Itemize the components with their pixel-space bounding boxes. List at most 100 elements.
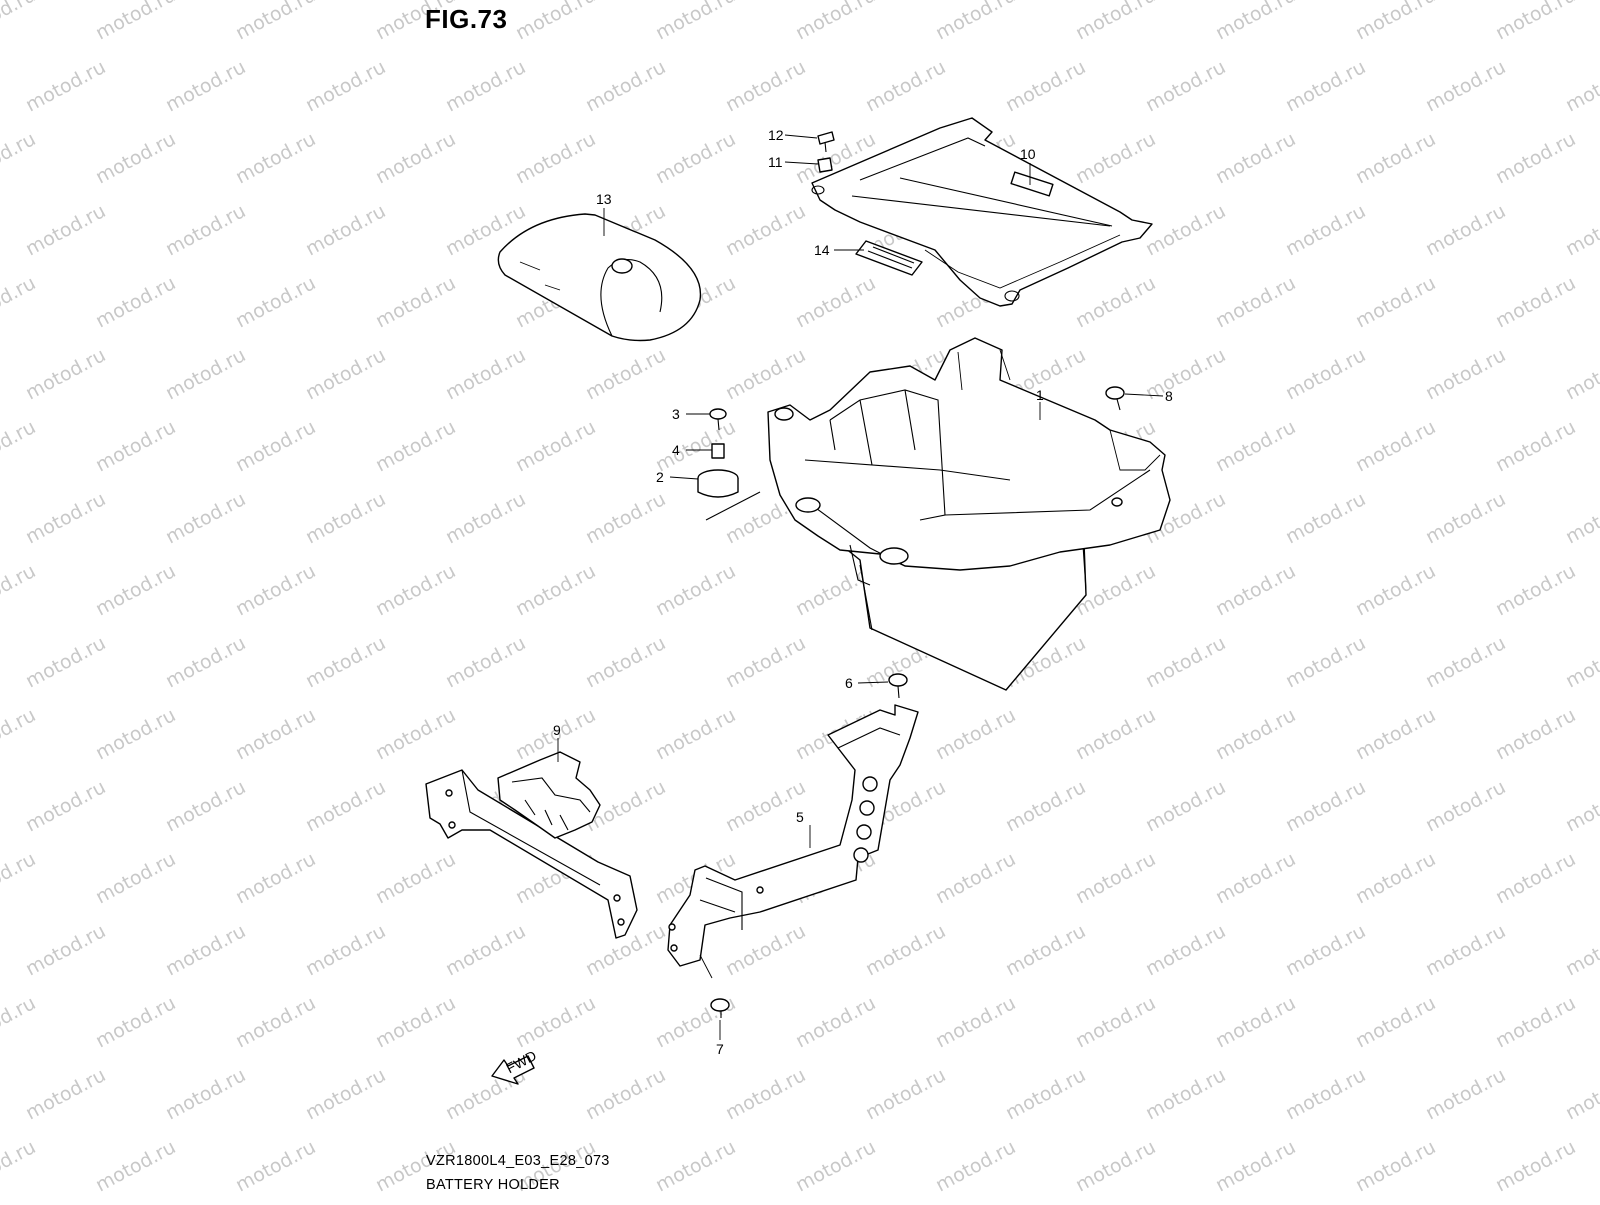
watermark-text: motod.ru: [1212, 560, 1299, 620]
watermark-text: motod.ru: [792, 0, 879, 44]
callout-labels: 12 11 10 13 14 1 8 3 4 2 6 9 5 7: [553, 127, 1173, 1057]
part-6-bolt: [888, 673, 908, 699]
watermark-text: motod.ru: [162, 56, 249, 116]
watermark-text: motod.ru: [1352, 704, 1439, 764]
watermark-text: motod.ru: [92, 992, 179, 1052]
watermark-text: motod.ru: [1492, 128, 1579, 188]
watermark-text: motod.ru: [162, 200, 249, 260]
watermark-text: motod.ru: [1422, 344, 1509, 404]
watermark-text: motod.ru: [652, 1136, 739, 1196]
watermark-text: motod.ru: [232, 704, 319, 764]
watermark-text: motod.ru: [162, 488, 249, 548]
watermark-text: motod.ru: [302, 488, 389, 548]
watermark-text: motod.ru: [372, 848, 459, 908]
watermark-text: motod.ru: [372, 560, 459, 620]
watermark-text: motod.ru: [722, 776, 809, 836]
watermark-text: motod.ru: [652, 704, 739, 764]
watermark-text: motod.ru: [1422, 920, 1509, 980]
watermark-text: motod.ru: [512, 560, 599, 620]
watermark-text: motod.ru: [162, 1064, 249, 1124]
watermark-text: motod.ru: [22, 488, 109, 548]
watermark-text: motod.ru: [302, 200, 389, 260]
watermark-text: motod.ru: [372, 416, 459, 476]
watermark-text: motod.ru: [722, 344, 809, 404]
watermark-text: motod.ru: [442, 920, 529, 980]
watermark-text: motod.ru: [862, 56, 949, 116]
watermark-text: motod.ru: [302, 344, 389, 404]
watermark-text: motod.ru: [1492, 416, 1579, 476]
watermark-text: motod.ru: [92, 560, 179, 620]
watermark-text: motod.ru: [302, 776, 389, 836]
watermark-text: motod.ru: [1142, 920, 1229, 980]
watermark-text: motod.ru: [1562, 488, 1600, 548]
watermark-text: motod.ru: [652, 128, 739, 188]
watermark-text: motod.ru: [22, 776, 109, 836]
watermark-text: motod.ru: [1282, 632, 1369, 692]
watermark-text: motod.ru: [1212, 416, 1299, 476]
watermark-text: motod.ru: [1422, 776, 1509, 836]
callout-9: 9: [553, 722, 561, 738]
watermark-text: motod.ru: [1492, 704, 1579, 764]
watermark-text: motod.ru: [722, 56, 809, 116]
watermark-text: motod.ru: [372, 992, 459, 1052]
watermark-text: motod.ru: [652, 416, 739, 476]
watermark-text: motod.ru: [1282, 344, 1369, 404]
watermark-text: motod.ru: [372, 128, 459, 188]
watermark-text: motod.ru: [862, 1064, 949, 1124]
watermark-text: motod.ru: [1562, 1064, 1600, 1124]
watermark-text: motod.ru: [232, 416, 319, 476]
watermark-text: motod.ru: [932, 0, 1019, 44]
watermark-text: motod.ru: [582, 632, 669, 692]
watermark-text: motod.ru: [372, 704, 459, 764]
watermark-text: motod.ru: [512, 128, 599, 188]
watermark-text: motod.ru: [932, 704, 1019, 764]
watermark-text: motod.ru: [1072, 0, 1159, 44]
part-2-3-4-mount: [697, 408, 761, 521]
part-11-12-fasteners: [817, 131, 835, 173]
watermark-text: motod.ru: [92, 128, 179, 188]
part-7-bolt: [710, 998, 730, 1018]
watermark-text: motod.ru: [372, 272, 459, 332]
watermark-text: motod.ru: [22, 1064, 109, 1124]
watermark-text: motod.ru: [1142, 632, 1229, 692]
watermark-text: motod.ru: [442, 344, 529, 404]
watermark-text: motod.ru: [1002, 56, 1089, 116]
figure-code: VZR1800L4_E03_E28_073: [426, 1153, 610, 1169]
watermark-text: motod.ru: [1002, 920, 1089, 980]
watermark-text: motod.ru: [232, 0, 319, 44]
watermark-text: motod.ru: [0, 848, 39, 908]
watermark-text: motod.ru: [512, 0, 599, 44]
watermark-text: motod.ru: [1072, 704, 1159, 764]
watermark-text: motod.ru: [1212, 272, 1299, 332]
watermark-text: motod.ru: [1352, 848, 1439, 908]
callout-12: 12: [768, 127, 784, 143]
watermark-text: motod.ru: [1422, 1064, 1509, 1124]
watermark-text: motod.ru: [1282, 488, 1369, 548]
watermark-text: motod.ru: [302, 920, 389, 980]
watermark-text: motod.ru: [1142, 776, 1229, 836]
watermark-text: motod.ru: [162, 920, 249, 980]
watermark-text: motod.ru: [1072, 272, 1159, 332]
watermark-text: motod.ru: [582, 56, 669, 116]
watermark-text: motod.ru: [1142, 56, 1229, 116]
watermark-text: motod.ru: [162, 344, 249, 404]
watermark-text: motod.ru: [1352, 1136, 1439, 1196]
watermark-text: motod.ru: [232, 1136, 319, 1196]
watermark-text: motod.ru: [1072, 848, 1159, 908]
callout-13: 13: [596, 191, 612, 207]
watermark-text: motod.ru: [722, 200, 809, 260]
callout-11: 11: [768, 154, 783, 170]
watermark-text: motod.ru: [932, 992, 1019, 1052]
figure-title: FIG.73: [425, 4, 508, 34]
watermark-text: motod.ru: [302, 56, 389, 116]
watermark-text: motod.ru: [1492, 560, 1579, 620]
callout-7: 7: [716, 1041, 724, 1057]
watermark-text: motod.ru: [1562, 200, 1600, 260]
watermark-text: motod.ru: [512, 992, 599, 1052]
watermark-text: motod.ru: [1212, 704, 1299, 764]
watermark-text: motod.ru: [0, 272, 39, 332]
watermark-text: motod.ru: [232, 272, 319, 332]
watermark-text: motod.ru: [792, 992, 879, 1052]
part-9-bracket: [425, 751, 638, 939]
